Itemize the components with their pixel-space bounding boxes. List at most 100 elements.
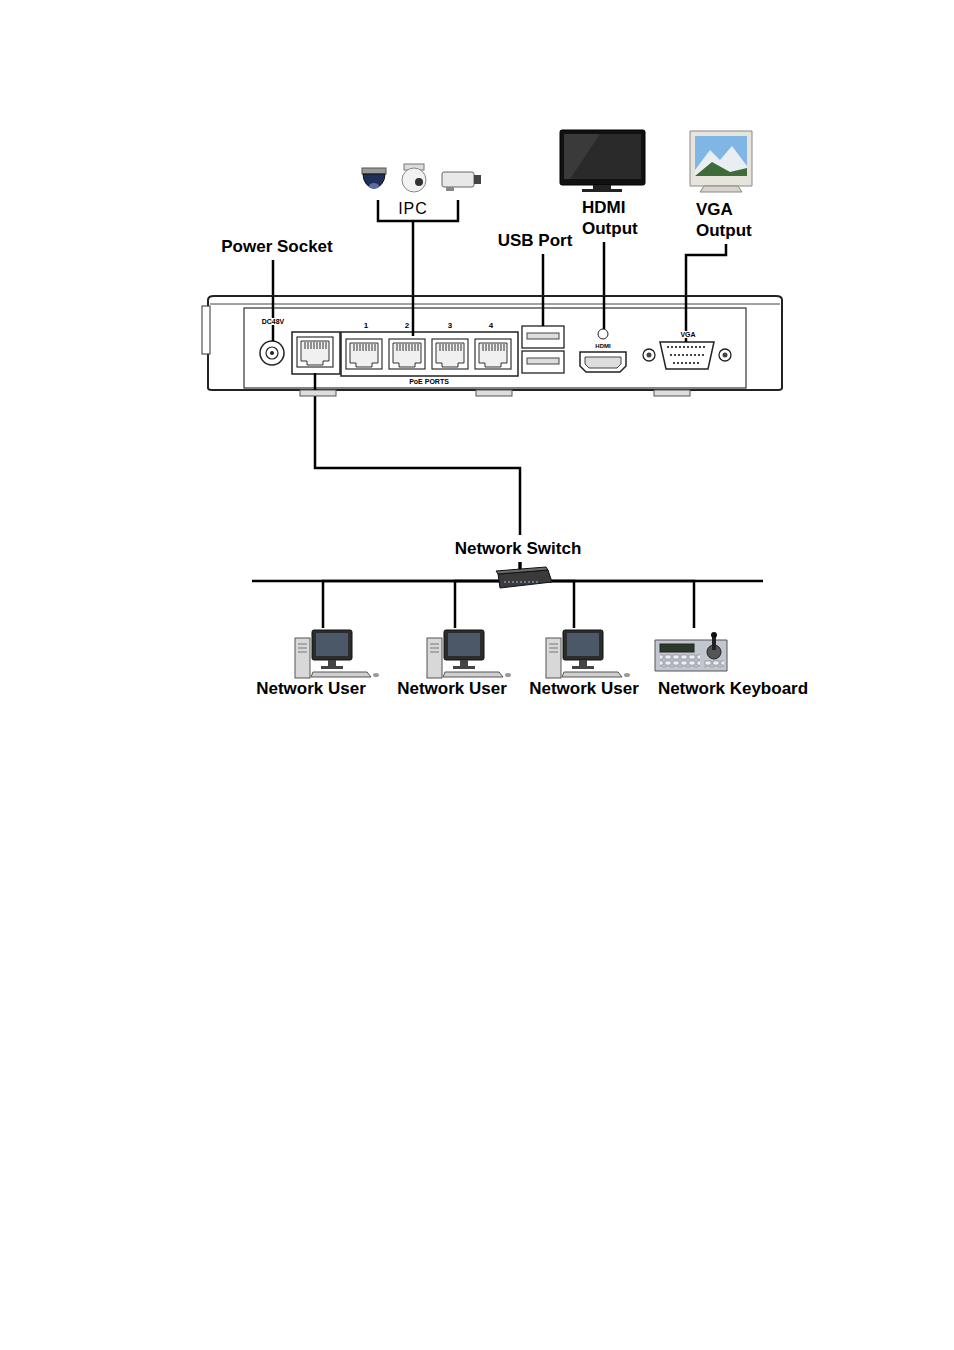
nvr-rear-panel	[292, 332, 340, 374]
connector-wire	[542, 254, 545, 296]
nvr-rear-panel	[346, 339, 382, 369]
connector-wire	[272, 260, 275, 296]
camera-icons	[402, 168, 426, 192]
nvr-rear-panel	[202, 296, 782, 396]
component-label: Network Keyboard	[658, 678, 808, 699]
nvr-rear-panel	[598, 329, 608, 339]
camera-icons	[362, 164, 481, 221]
computer-icons	[546, 630, 630, 678]
leader-stubs	[412, 296, 415, 336]
component-label: VGA Output	[696, 199, 762, 241]
tv-icon	[564, 134, 600, 179]
monitor-icon	[690, 131, 752, 186]
nvr-rear-panel	[297, 337, 333, 367]
keyboard-icon	[655, 640, 727, 671]
nvr-rear-panel	[475, 339, 511, 369]
port-label: 1	[363, 322, 369, 330]
port-label: HDMI	[594, 343, 611, 349]
label-node: USB Port	[498, 230, 573, 251]
component-label: Network User	[529, 678, 639, 699]
component-label: IPC	[398, 200, 428, 218]
nvr-rear-panel	[585, 357, 621, 368]
nvr-rear-panel	[341, 332, 518, 376]
label-node: Network User	[397, 627, 507, 699]
connector-wire	[412, 221, 415, 296]
nvr-rear-panel	[208, 296, 782, 390]
monitor-icon	[695, 162, 747, 176]
label-node: Network User	[529, 627, 639, 699]
keyboard-icon	[660, 644, 694, 652]
nvr-rear-panel	[260, 341, 284, 365]
nvr-rear-panel	[522, 351, 564, 373]
port-label: DC48V	[261, 318, 286, 325]
leader-stubs	[542, 296, 545, 326]
component-label: Network User	[256, 678, 366, 699]
computer-icons	[427, 630, 511, 678]
leader-stubs	[314, 373, 317, 390]
nvr-rear-panel	[210, 304, 780, 305]
camera-icons	[362, 168, 386, 174]
label-node: IPC	[398, 200, 428, 218]
camera-icons	[378, 200, 458, 221]
label-node: Network User	[256, 627, 366, 699]
camera-icons	[363, 174, 385, 188]
keyboard-icon	[660, 654, 700, 668]
computer-icons	[295, 630, 379, 678]
nvr-rear-panel	[270, 351, 274, 355]
monitor-icon	[695, 146, 747, 176]
tv-icon	[593, 185, 611, 189]
network-bus	[496, 567, 548, 574]
nvr-rear-panel	[300, 390, 336, 396]
camera-icons	[474, 175, 481, 184]
port-label: 3	[447, 322, 453, 330]
nvr-rear-panel	[719, 349, 731, 361]
computer-icons	[295, 630, 630, 678]
network-bus	[252, 567, 763, 588]
connector-wire	[686, 244, 726, 296]
nvr-rear-panel	[527, 333, 559, 339]
nvr-rear-panel	[660, 342, 714, 369]
component-label: Network User	[397, 678, 507, 699]
nvr-rear-panel	[643, 349, 655, 361]
tv-icon	[560, 130, 645, 192]
port-label: VGA	[679, 331, 696, 338]
tv-icon	[582, 189, 622, 192]
nvr-rear-panel	[266, 347, 278, 359]
nvr-rear-panel	[244, 308, 746, 388]
leader-stubs	[273, 296, 686, 390]
monitor-icon	[700, 186, 742, 192]
keyboard-icon	[655, 632, 727, 671]
label-node: Network Switch	[455, 538, 582, 559]
nvr-rear-panel	[476, 390, 512, 396]
label-node: HDMI Output	[582, 197, 648, 239]
network-bus	[504, 582, 540, 583]
label-node: Power Socket	[221, 236, 333, 257]
component-label: Network Switch	[455, 538, 582, 559]
leader-stubs	[603, 296, 606, 329]
connector-wire	[315, 390, 520, 535]
keyboard-icon	[712, 636, 716, 650]
component-label: USB Port	[498, 230, 573, 251]
component-label: HDMI Output	[582, 197, 648, 239]
nvr-rear-panel	[667, 347, 707, 363]
port-label: 4	[488, 322, 494, 330]
nvr-rear-panel	[527, 358, 559, 364]
nvr-rear-panel	[202, 306, 210, 354]
device-panel-node: DC48V1234PoE PORTSHDMIVGA	[208, 296, 782, 390]
nvr-rear-panel	[723, 353, 728, 358]
monitor-icon	[695, 136, 747, 176]
keyboard-icon	[704, 660, 724, 668]
nvr-rear-panel	[580, 352, 626, 372]
camera-icons	[415, 178, 423, 186]
monitor-icon	[690, 131, 752, 192]
camera-icons	[442, 172, 474, 187]
connector-wire	[603, 242, 606, 296]
component-label: Power Socket	[221, 236, 333, 257]
label-node: Network Keyboard	[658, 627, 808, 699]
nvr-rear-panel	[389, 339, 425, 369]
label-node: VGA Output	[696, 199, 762, 241]
nvr-rear-panel	[647, 353, 652, 358]
nvr-rear-panel	[432, 339, 468, 369]
